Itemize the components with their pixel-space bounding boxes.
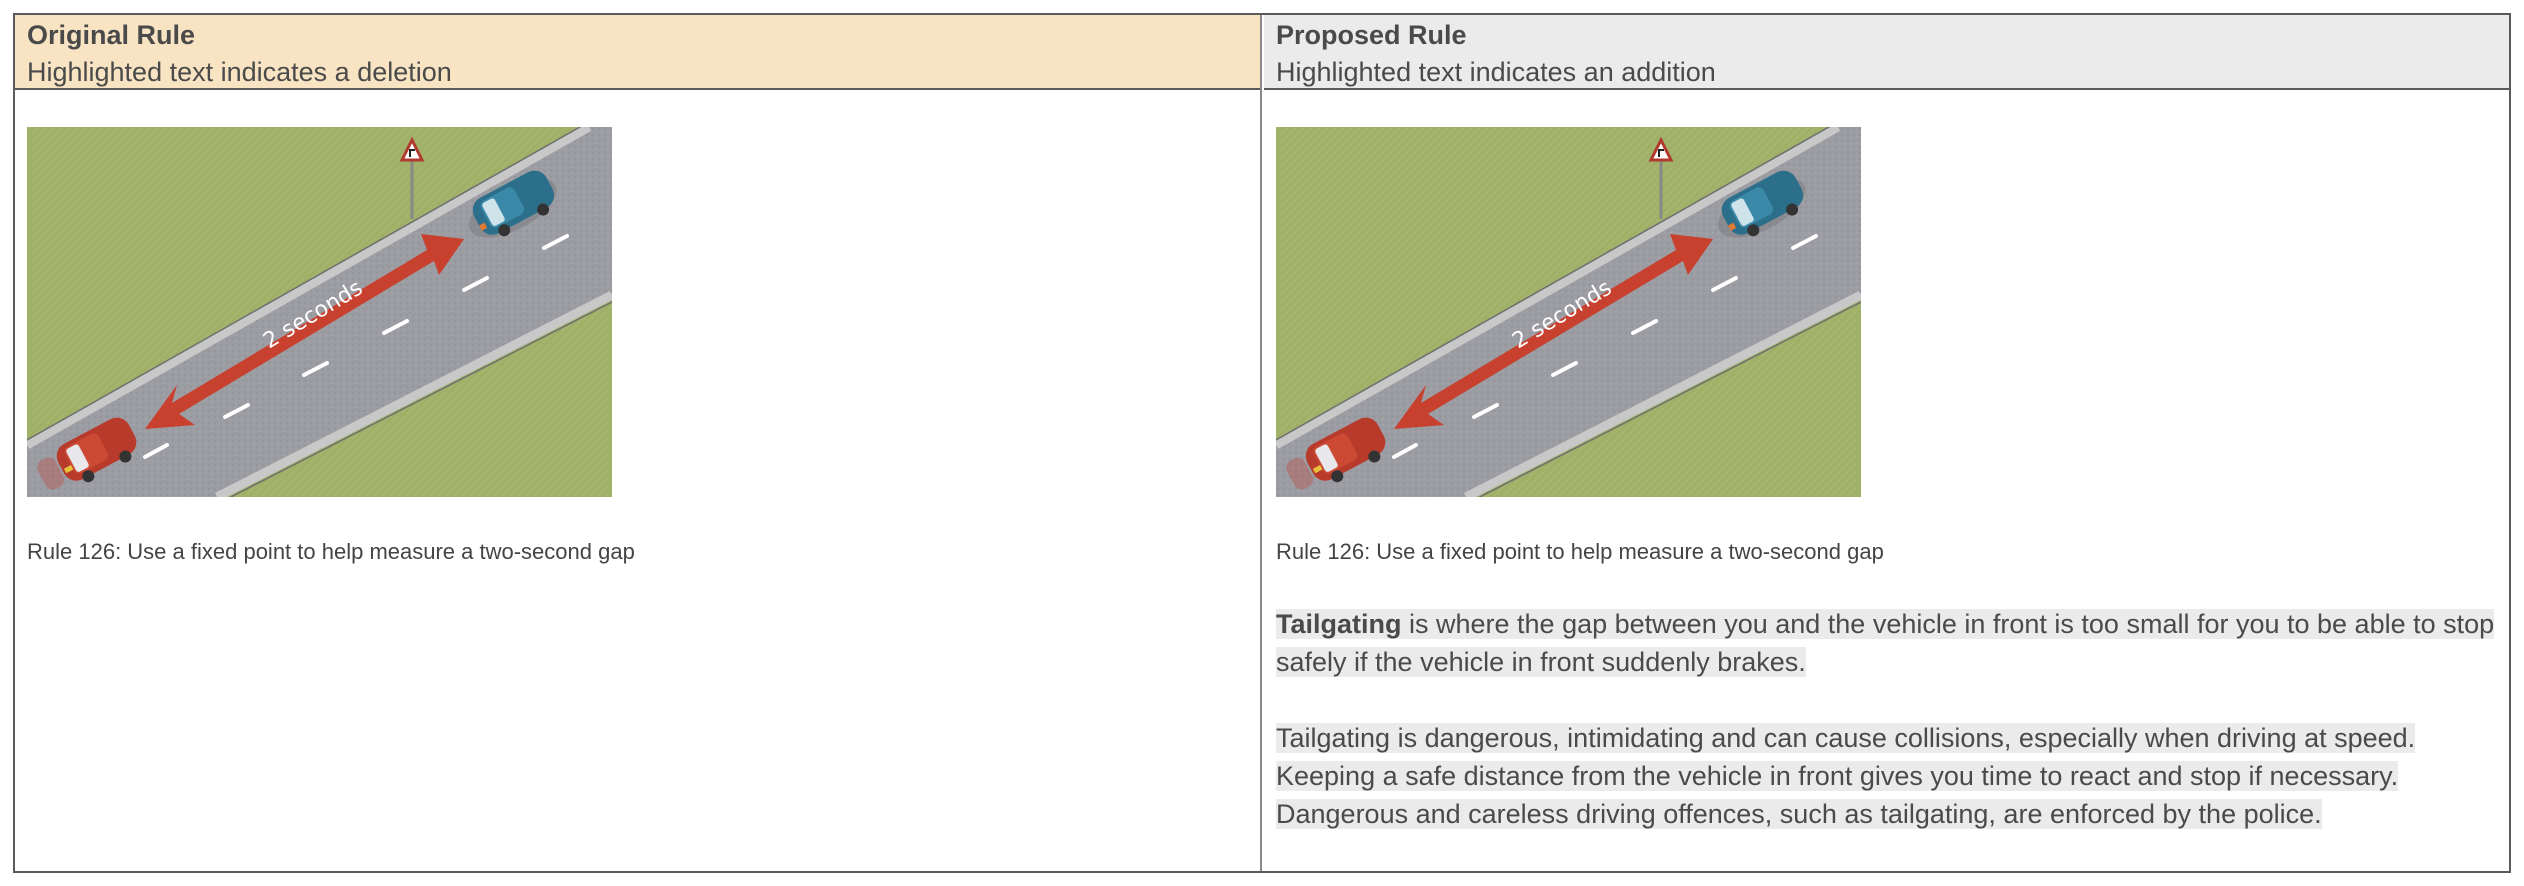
proposed-rule-header: Proposed Rule Highlighted text indicates… — [1264, 15, 2509, 90]
proposed-rule-column: Proposed Rule Highlighted text indicates… — [1264, 15, 2509, 871]
original-rule-header: Original Rule Highlighted text indicates… — [15, 15, 1260, 90]
original-rule-subtitle: Highlighted text indicates a deletion — [27, 57, 452, 87]
tailgating-dangers-text: Tailgating is dangerous, intimidating an… — [1276, 723, 2416, 829]
addition-paragraph-1: Tailgating is where the gap between you … — [1276, 605, 2506, 681]
lane-markings — [1392, 234, 1818, 459]
two-second-gap-illustration: 2 seconds — [27, 127, 612, 497]
original-rule-caption: Rule 126: Use a fixed point to help meas… — [27, 539, 635, 564]
two-second-gap-illustration: 2 seconds — [1276, 127, 1861, 497]
blue-car-icon — [469, 170, 557, 238]
tailgating-term: Tailgating — [1276, 609, 1402, 639]
addition-paragraph-2: Tailgating is dangerous, intimidating an… — [1276, 719, 2506, 833]
red-car-icon — [1286, 417, 1386, 490]
road-sign-bend-icon — [399, 136, 425, 219]
lane-markings — [143, 234, 569, 459]
blue-car-icon — [1718, 170, 1806, 238]
tailgating-definition: is where the gap between you and the veh… — [1276, 609, 2495, 677]
proposed-rule-caption: Rule 126: Use a fixed point to help meas… — [1276, 539, 1884, 564]
proposed-rule-title: Proposed Rule — [1276, 20, 1467, 50]
proposed-rule-subtitle: Highlighted text indicates an addition — [1276, 57, 1716, 87]
original-rule-title: Original Rule — [27, 20, 196, 50]
proposed-additions: Tailgating is where the gap between you … — [1276, 605, 2506, 833]
road-sign-bend-icon — [1648, 136, 1674, 219]
rule-comparison-table: Original Rule Highlighted text indicates… — [13, 13, 2511, 873]
original-rule-column: Original Rule Highlighted text indicates… — [15, 15, 1262, 871]
red-car-icon — [37, 417, 137, 490]
